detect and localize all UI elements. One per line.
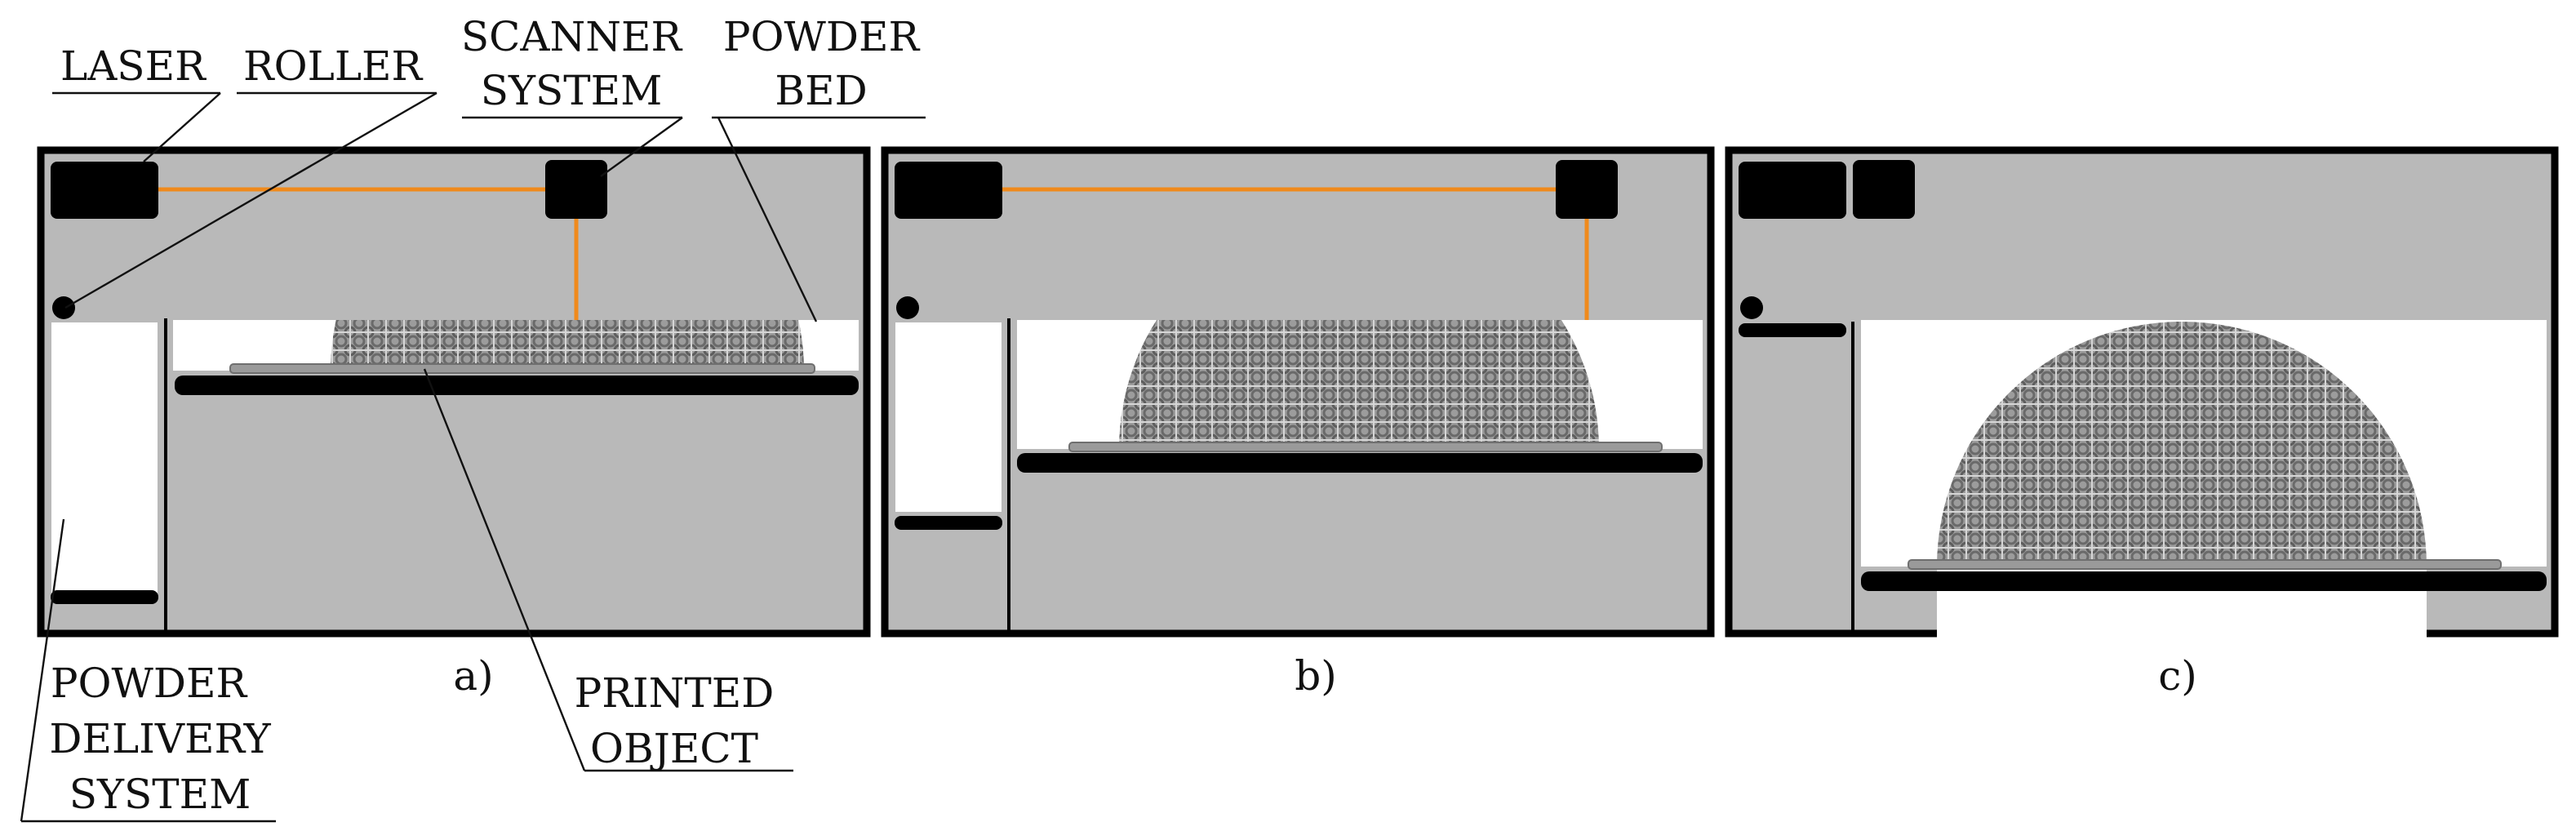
label-powder-bed-line1: POWDER (723, 13, 921, 60)
laser-unit (895, 162, 1002, 219)
build-plate (1068, 442, 1663, 452)
panel-c: c) (1725, 146, 2559, 811)
delivery-piston (1739, 323, 1846, 337)
label-scanner-line2: SYSTEM (481, 67, 663, 114)
label-delivery-line2: DELIVERY (49, 715, 271, 762)
build-piston (175, 376, 859, 395)
roller (1740, 296, 1763, 319)
caption-b: b) (1295, 652, 1337, 700)
caption-a: a) (453, 652, 493, 700)
callout-printed-object: PRINTED OBJECT (423, 368, 793, 772)
build-plate (229, 363, 815, 374)
label-delivery-line1: POWDER (51, 660, 248, 707)
callout-laser: LASER (52, 42, 221, 162)
printed-object (331, 320, 804, 371)
label-roller: ROLLER (243, 42, 424, 90)
scanner-unit (1556, 160, 1618, 219)
laser-unit (1739, 162, 1846, 219)
scanner-unit (1853, 160, 1915, 219)
callout-scanner-system: SCANNER SYSTEM (461, 13, 683, 177)
roller (896, 296, 919, 319)
build-plate (1908, 559, 2502, 570)
printed-object (1119, 320, 1599, 449)
label-laser: LASER (60, 42, 207, 90)
caption-c: c) (2158, 652, 2197, 700)
label-powder-bed-line2: BED (775, 67, 867, 114)
callout-roller: ROLLER (64, 42, 437, 309)
callout-powder-bed: POWDER BED (712, 13, 926, 322)
label-printed-line1: PRINTED (575, 669, 775, 717)
delivery-piston (51, 590, 158, 604)
roller (52, 296, 75, 319)
laser-unit (51, 162, 158, 219)
panel-a: a) (37, 146, 871, 700)
label-delivery-line3: SYSTEM (69, 771, 251, 818)
callout-powder-delivery-system: POWDER DELIVERY SYSTEM (20, 518, 276, 823)
delivery-piston (895, 516, 1002, 530)
build-piston (1861, 571, 2547, 591)
label-scanner-line1: SCANNER (461, 13, 683, 60)
powder-delivery-bin (51, 322, 158, 600)
label-printed-line2: OBJECT (590, 725, 758, 772)
powder-delivery-bin (895, 322, 1002, 512)
build-piston (1017, 453, 1703, 473)
panel-b: b) (881, 146, 1715, 700)
scanner-unit (545, 160, 607, 219)
